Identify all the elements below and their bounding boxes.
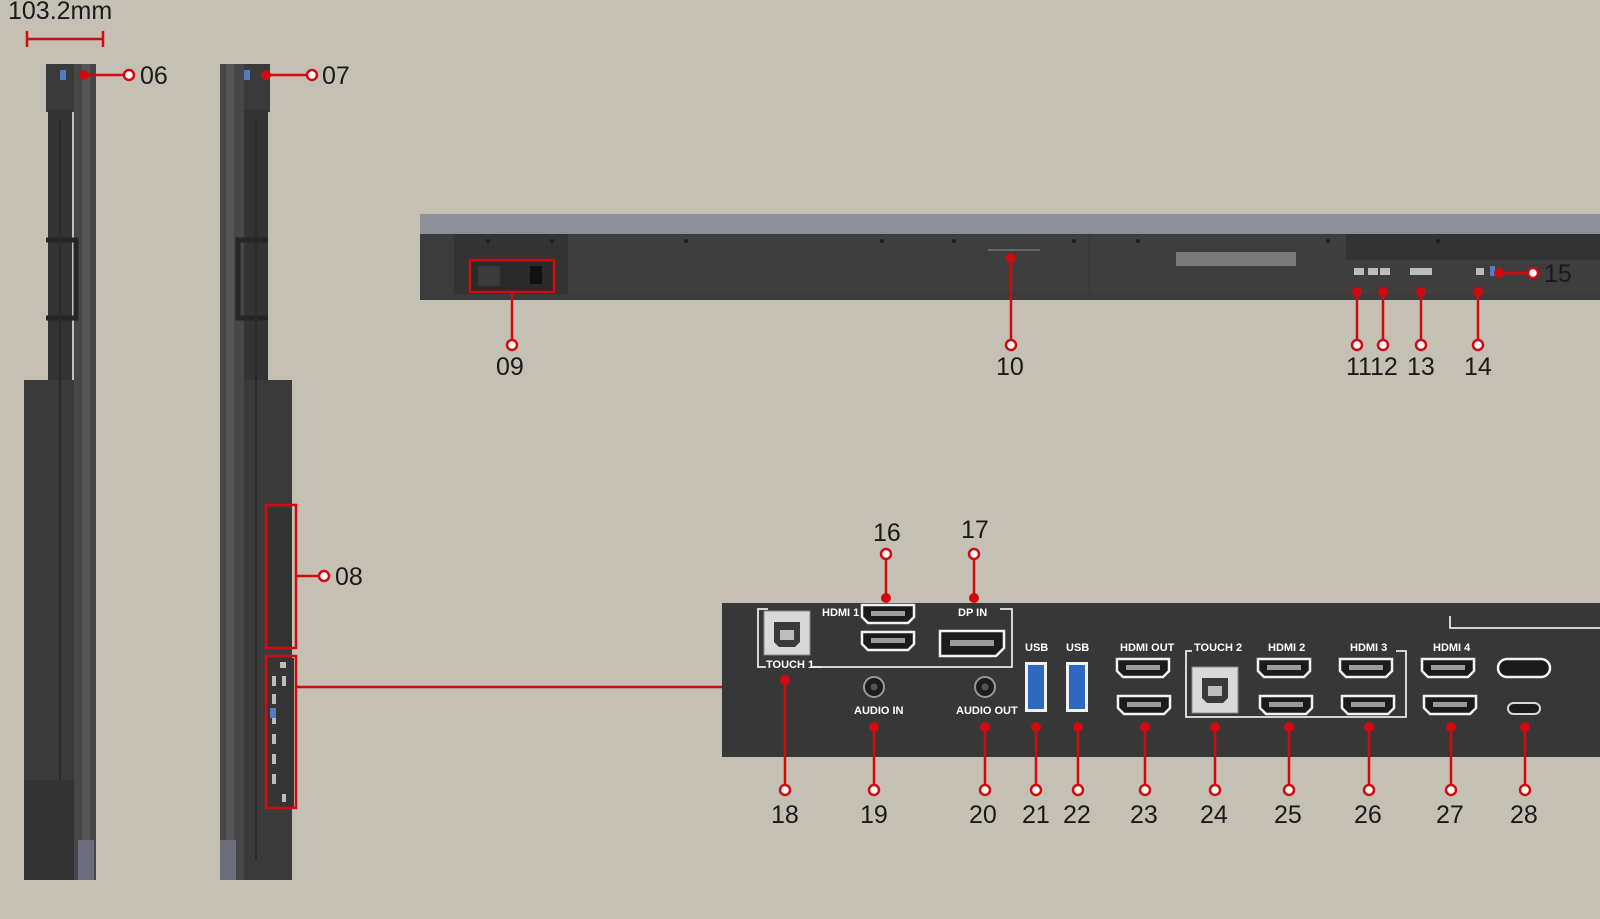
callout-09-label: 09 (496, 353, 524, 381)
callout-23-label: 23 (1130, 801, 1158, 829)
callout-10: 10 (996, 253, 1024, 381)
usb-c-logo-icon (1496, 657, 1552, 679)
callout-06-label: 06 (140, 62, 168, 90)
hdmi3-logo-icon (1338, 657, 1394, 679)
side-view-right (220, 64, 294, 880)
callout-25: 25 (1274, 722, 1302, 829)
hdmi1-label: HDMI 1 (822, 607, 859, 619)
audio-out-port (974, 676, 996, 698)
hdmi-out-port (1116, 694, 1172, 716)
callout-26-label: 26 (1354, 801, 1382, 829)
callout-14-label: 14 (1464, 353, 1492, 381)
callout-20-label: 20 (969, 801, 997, 829)
callout-16-label: 16 (873, 519, 901, 547)
callout-28: 28 (1510, 722, 1538, 829)
dp-in-port (938, 629, 1006, 658)
callout-16: 16 (873, 519, 901, 603)
callout-08: 08 (296, 563, 363, 591)
highlight-box-io (264, 654, 298, 810)
touch2-bracket (1185, 650, 1407, 718)
hdmi2-logo-icon (1256, 657, 1312, 679)
hdmi1-logo-icon (860, 603, 916, 625)
callout-18-label: 18 (771, 801, 799, 829)
callout-12-label: 12 (1370, 353, 1398, 381)
callout-22: 22 (1063, 722, 1091, 829)
audio-out-label: AUDIO OUT (956, 705, 1018, 717)
usb-port-2 (1066, 662, 1088, 712)
hdmi-out-logo-icon (1115, 657, 1171, 679)
callout-19-label: 19 (860, 801, 888, 829)
callout-27-label: 27 (1436, 801, 1464, 829)
callout-28-label: 28 (1510, 801, 1538, 829)
usb-port-1 (1025, 662, 1047, 712)
callout-11-label: 11 (1346, 353, 1372, 381)
callout-13: 13 (1407, 287, 1435, 381)
side-view-left (24, 64, 96, 880)
dp-in-label: DP IN (958, 607, 987, 619)
hdmi4-logo-icon (1420, 657, 1476, 679)
callout-layer: 06 07 08 09 10 (79, 62, 1572, 829)
callout-18: 18 (771, 675, 799, 829)
usb-a-label: USB (1025, 642, 1048, 654)
touch2-port (1191, 666, 1239, 714)
callout-23: 23 (1130, 722, 1158, 829)
hdmi4-label: HDMI 4 (1433, 642, 1471, 654)
hdmi4-port (1422, 694, 1478, 716)
callout-15-label: 15 (1544, 260, 1572, 288)
hdmi3-label: HDMI 3 (1350, 642, 1387, 654)
callout-19: 19 (860, 722, 888, 829)
callout-15: 15 (1494, 260, 1572, 288)
callout-07: 07 (261, 62, 350, 90)
callout-13-label: 13 (1407, 353, 1435, 381)
io-panel-zoom: HDMI 1 DP IN TOUCH 1 AUDIO IN AUDIO OUT … (722, 603, 1600, 757)
callout-06: 06 (79, 62, 168, 90)
callout-20: 20 (969, 722, 997, 829)
callout-25-label: 25 (1274, 801, 1302, 829)
callout-14: 14 (1464, 287, 1492, 381)
callout-07-label: 07 (322, 62, 350, 90)
hdmi1-port (860, 630, 916, 652)
hdmi3-port (1340, 694, 1396, 716)
callout-21-label: 21 (1022, 801, 1050, 829)
callout-17: 17 (961, 516, 989, 603)
audio-in-port (863, 676, 885, 698)
callout-24-label: 24 (1200, 801, 1228, 829)
dimension-label: 103.2mm (8, 0, 112, 25)
hdmi-out-label: HDMI OUT (1120, 642, 1175, 654)
usb-b-label: USB (1066, 642, 1089, 654)
callout-21: 21 (1022, 722, 1050, 829)
callout-11: 11 (1346, 287, 1372, 381)
callout-27: 27 (1436, 722, 1464, 829)
callout-24: 24 (1200, 722, 1228, 829)
callout-26: 26 (1354, 722, 1382, 829)
callout-08-label: 08 (335, 563, 363, 591)
hdmi2-port (1258, 694, 1314, 716)
usb-c-port (1507, 702, 1541, 715)
callout-17-label: 17 (961, 516, 989, 544)
hdmi2-label: HDMI 2 (1268, 642, 1305, 654)
dimension-marker: 103.2mm (8, 0, 112, 47)
callout-09: 09 (496, 292, 524, 381)
callout-10-label: 10 (996, 353, 1024, 381)
touch1-port (763, 610, 811, 656)
callout-12: 12 (1370, 287, 1398, 381)
touch1-label: TOUCH 1 (766, 659, 814, 671)
audio-in-label: AUDIO IN (854, 705, 904, 717)
touch2-label: TOUCH 2 (1194, 642, 1242, 654)
touch1-bracket (757, 608, 768, 668)
callout-22-label: 22 (1063, 801, 1091, 829)
